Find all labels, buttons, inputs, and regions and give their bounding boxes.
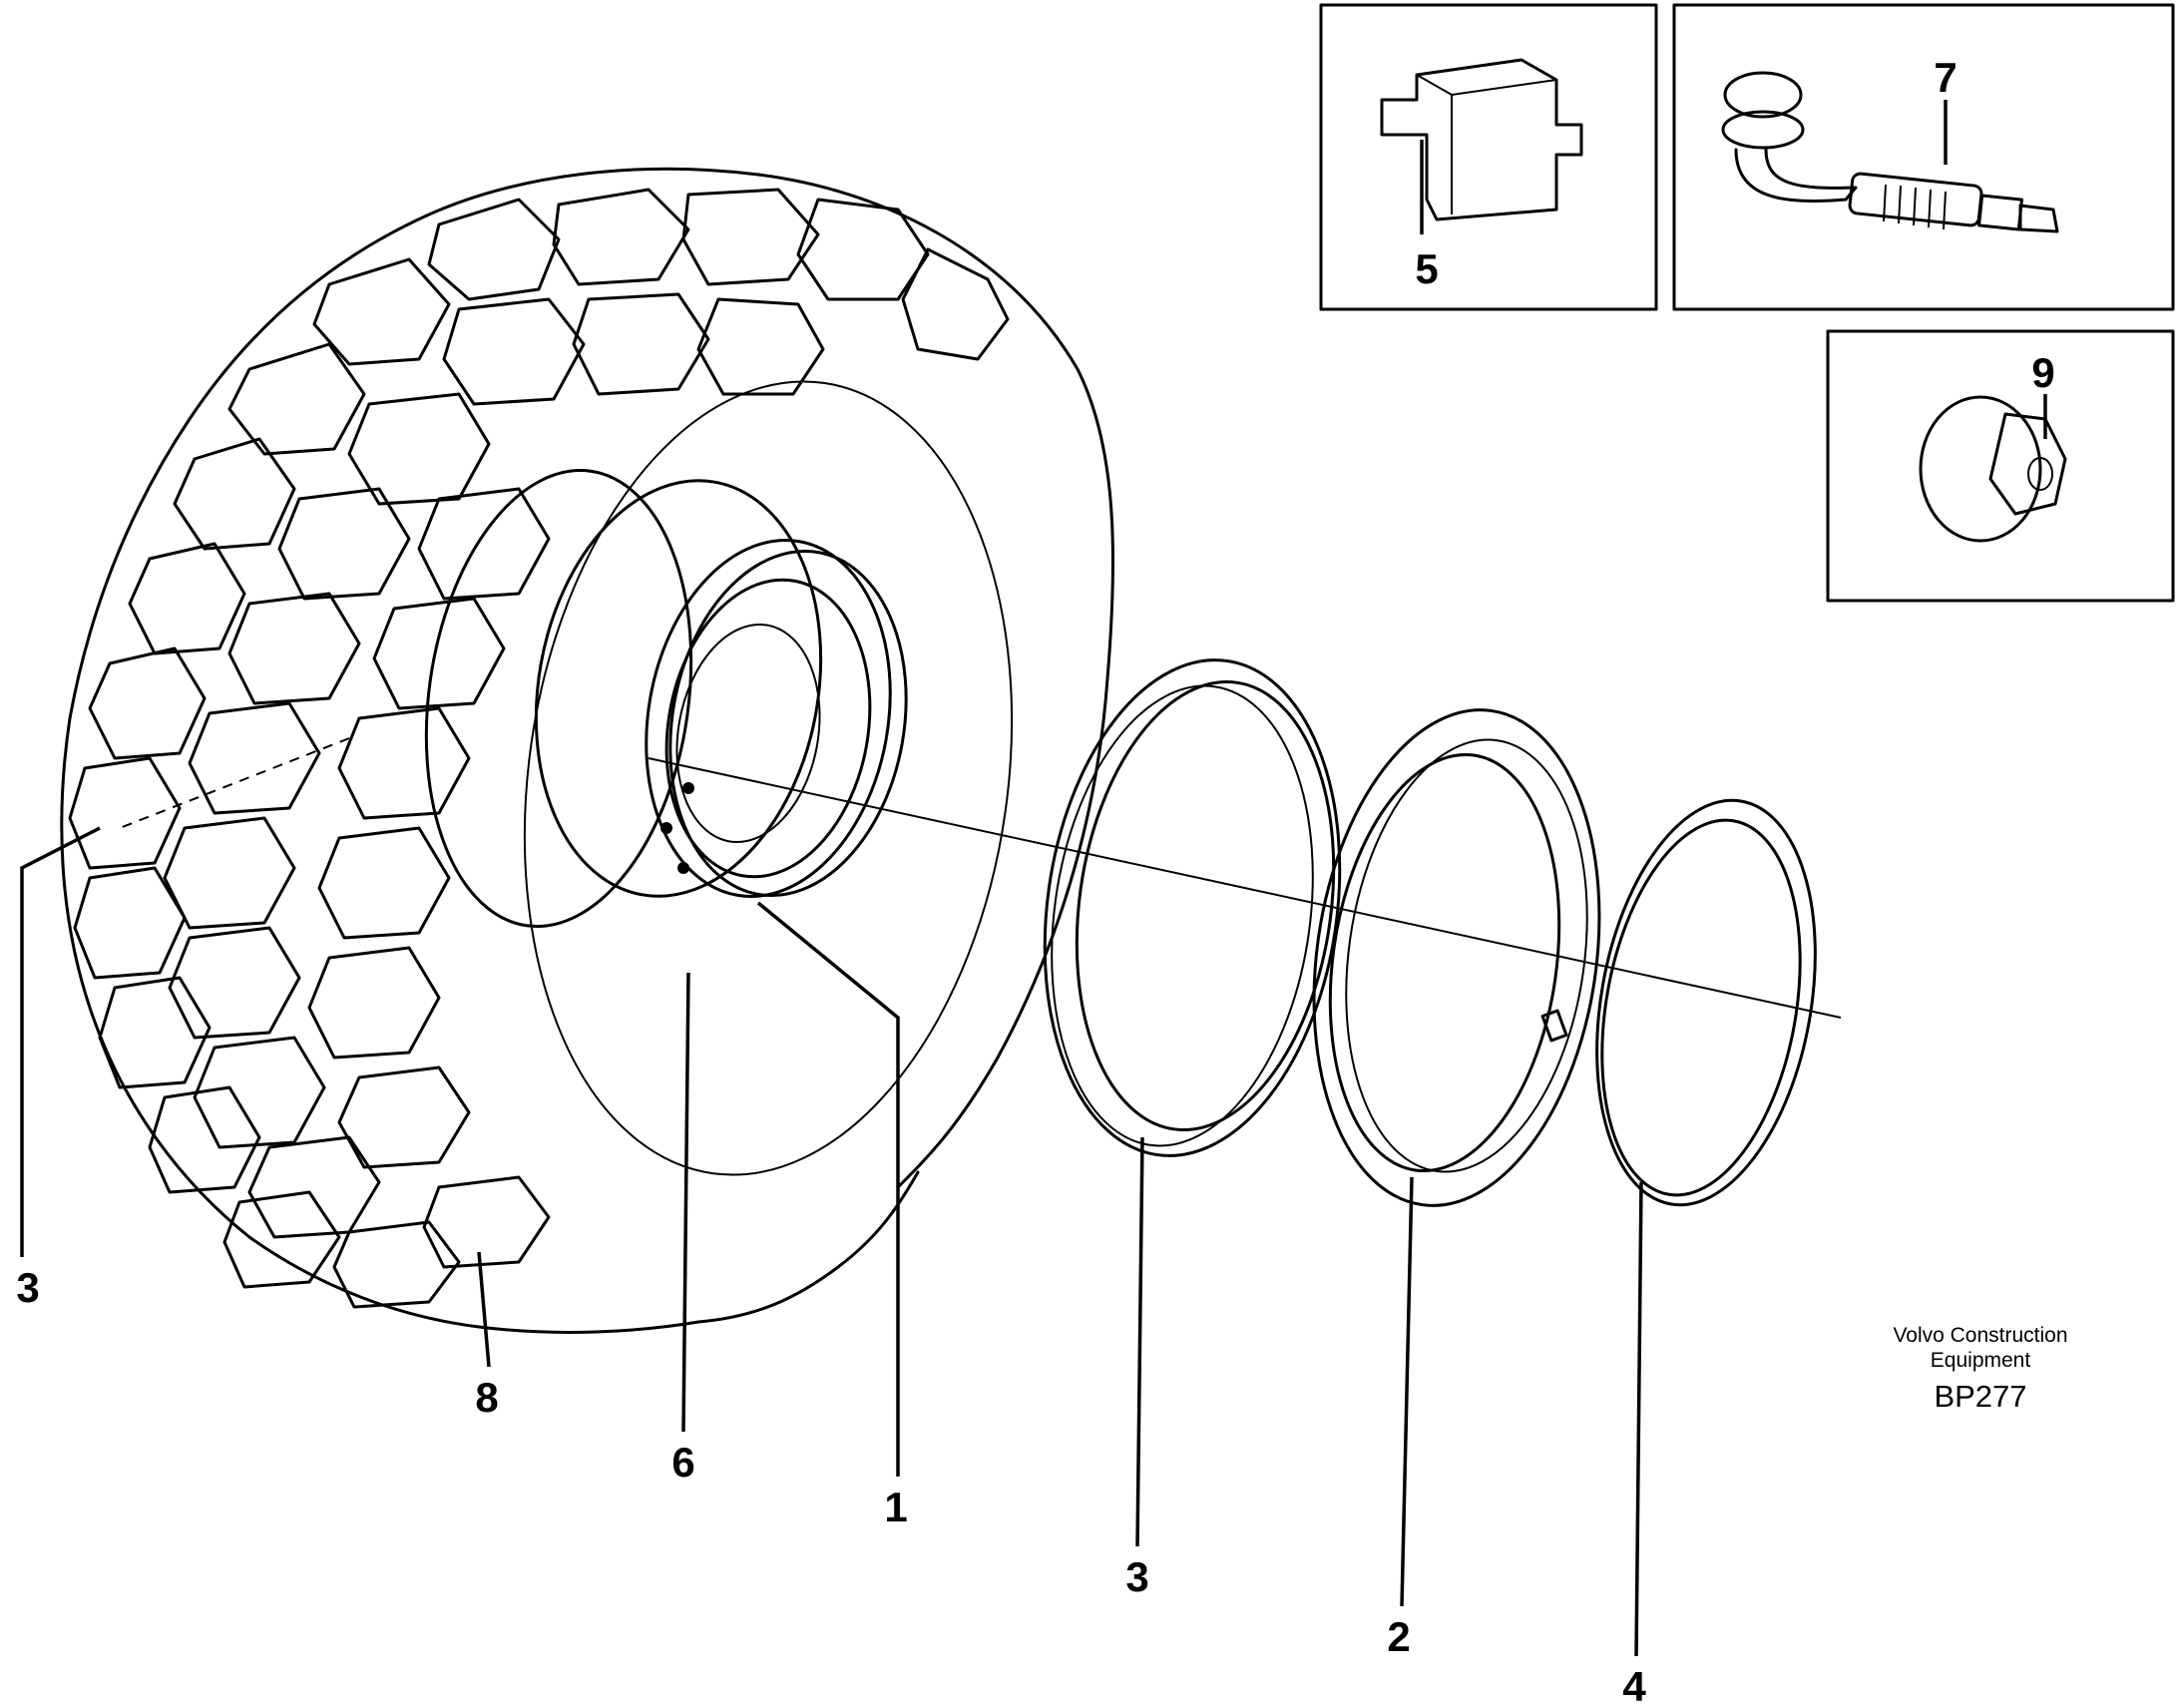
ring-icon <box>1312 708 1601 1207</box>
callout-2: 2 <box>1387 1613 1410 1660</box>
callout-3-left: 3 <box>16 1264 39 1311</box>
drawing-code: BP277 <box>1934 1379 2026 1414</box>
callout-9: 9 <box>2031 349 2054 396</box>
callout-5: 5 <box>1415 245 1438 292</box>
callout-7: 7 <box>1934 54 1957 101</box>
callout-6: 6 <box>671 1439 694 1486</box>
leader-8 <box>477 1251 491 1368</box>
leader-3-ring <box>1135 1136 1144 1547</box>
callout-1: 1 <box>884 1484 907 1530</box>
rim-icon <box>534 479 908 898</box>
inset-box-5 <box>1319 3 1658 311</box>
leader-6 <box>681 972 690 1433</box>
inset-box-9 <box>1826 329 2175 603</box>
credit-line-2: Equipment <box>1931 1349 2031 1372</box>
lock-ring-icon <box>1540 798 1817 1207</box>
leader-1 <box>756 901 900 1477</box>
ring-icon <box>1043 658 1342 1157</box>
leader-4 <box>1634 1181 1643 1657</box>
callout-4: 4 <box>1622 1663 1646 1708</box>
tyre-icon <box>60 167 1115 1334</box>
valve-icon <box>1721 71 2059 233</box>
leader-3-left <box>20 826 101 1257</box>
callout-3-ring: 3 <box>1125 1553 1148 1600</box>
callout-8: 8 <box>475 1374 498 1421</box>
block-icon <box>1380 58 1583 221</box>
leader-2 <box>1400 1176 1414 1607</box>
credit-line-1: Volvo Construction <box>1893 1324 2067 1347</box>
inset-box-7 <box>1672 3 2175 311</box>
